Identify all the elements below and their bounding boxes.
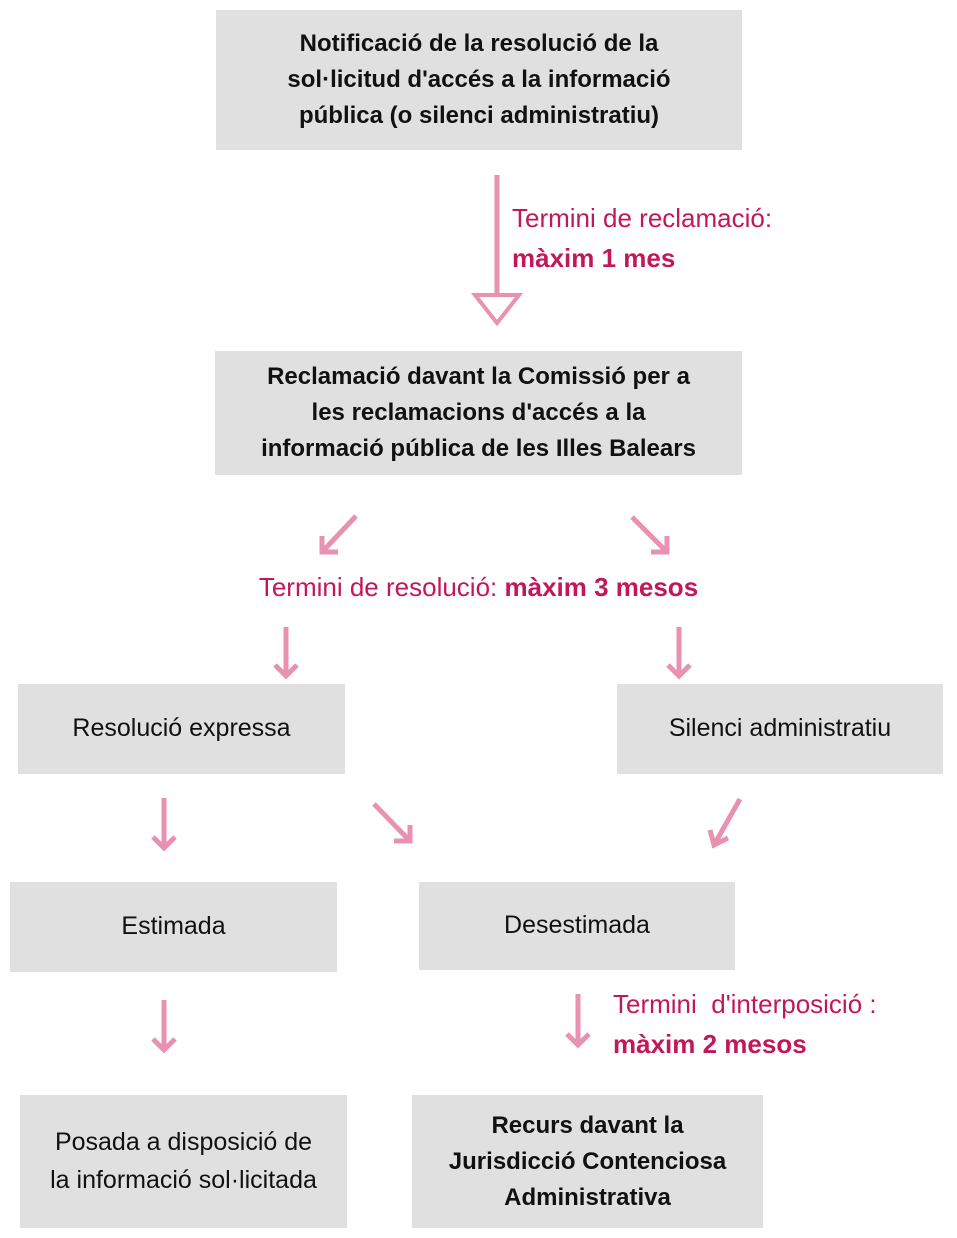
arrow-resolution-to-upheld: [151, 798, 177, 852]
appeal-box: Recurs davant la Jurisdicció Contenciosa…: [412, 1095, 763, 1228]
arrow-to-express-resolution: [273, 627, 299, 680]
arrow-upheld-to-info: [151, 1000, 177, 1054]
arrow-to-admin-silence: [666, 627, 692, 680]
arrow-silence-to-dismissed: [707, 797, 743, 849]
dismissed-box: Desestimada: [419, 882, 735, 970]
arrow-notification-to-claim: [470, 175, 524, 327]
arrow-resolution-to-dismissed: [372, 802, 413, 844]
arrow-dismissed-to-appeal: [565, 994, 591, 1049]
admin-silence-text: Silenci administratiu: [668, 714, 892, 743]
dismissed-text: Desestimada: [504, 911, 650, 940]
express-resolution-box: Resolució expressa: [18, 684, 345, 774]
admin-silence-box: Silenci administratiu: [617, 684, 943, 774]
notification-text: Notificació de la resolució de la sol·li…: [287, 30, 671, 129]
info-available-text: Posada a disposició de la informació sol…: [50, 1128, 317, 1194]
filing-term-text: Termini d'interposició :: [613, 989, 877, 1019]
claim-box: Reclamació davant la Comissió per a les …: [215, 351, 742, 475]
claim-term-text: Termini de reclamació:: [512, 203, 773, 233]
claim-text: Reclamació davant la Comissió per a les …: [261, 363, 696, 462]
resolution-term-text: Termini de resolució:: [258, 572, 505, 602]
arrow-claim-down-right: [630, 515, 670, 555]
filing-term-value: màxim 2 mesos: [613, 1029, 807, 1060]
upheld-text: Estimada: [121, 912, 226, 941]
express-resolution-text: Resolució expressa: [72, 714, 291, 743]
upheld-box: Estimada: [10, 882, 337, 972]
resolution-term-value: màxim 3 mesos: [504, 572, 699, 602]
notification-box: Notificació de la resolució de la sol·li…: [216, 10, 742, 150]
resolution-term-label: Termini de resolució: màxim 3 mesos: [0, 567, 957, 607]
info-available-box: Posada a disposició de la informació sol…: [20, 1095, 347, 1228]
arrow-claim-down-left: [319, 514, 358, 555]
claim-term-label: Termini de reclamació: màxim 1 mes: [512, 198, 772, 279]
filing-term-label: Termini d'interposició : màxim 2 mesos: [613, 984, 877, 1065]
appeal-text: Recurs davant la Jurisdicció Contenciosa…: [448, 1111, 727, 1211]
claim-term-value: màxim 1 mes: [512, 243, 676, 274]
